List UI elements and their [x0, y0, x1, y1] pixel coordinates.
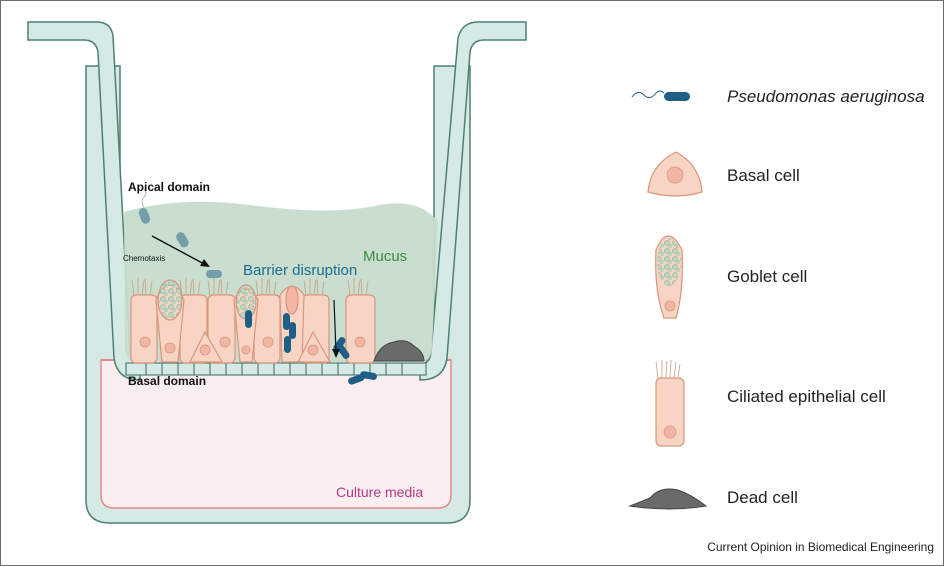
basal-domain-label: Basal domain [128, 374, 206, 388]
ciliated-cell-icon [656, 360, 684, 446]
apical-domain-label: Apical domain [128, 180, 210, 194]
barrier-disruption-label: Barrier disruption [243, 262, 357, 279]
legend-dead-cell-label: Dead cell [727, 488, 798, 508]
legend-basal-cell-label: Basal cell [727, 166, 800, 186]
legend-ciliated-cell-label: Ciliated epithelial cell [727, 387, 886, 407]
legend-pseudomonas-label: Pseudomonas aeruginosa [727, 87, 925, 107]
chemotaxis-label: Chemotaxis [123, 254, 165, 263]
legend-goblet-cell-label: Goblet cell [727, 267, 807, 287]
mucus-label: Mucus [363, 248, 407, 265]
basal-cell-icon [648, 152, 702, 196]
goblet-cell-icon [656, 236, 683, 318]
bacterium-icon [632, 91, 690, 101]
culture-media-label: Culture media [336, 484, 423, 500]
insert-left-wall [28, 22, 140, 380]
dead-cell-icon [630, 489, 706, 509]
journal-credit: Current Opinion in Biomedical Engineerin… [707, 540, 934, 554]
